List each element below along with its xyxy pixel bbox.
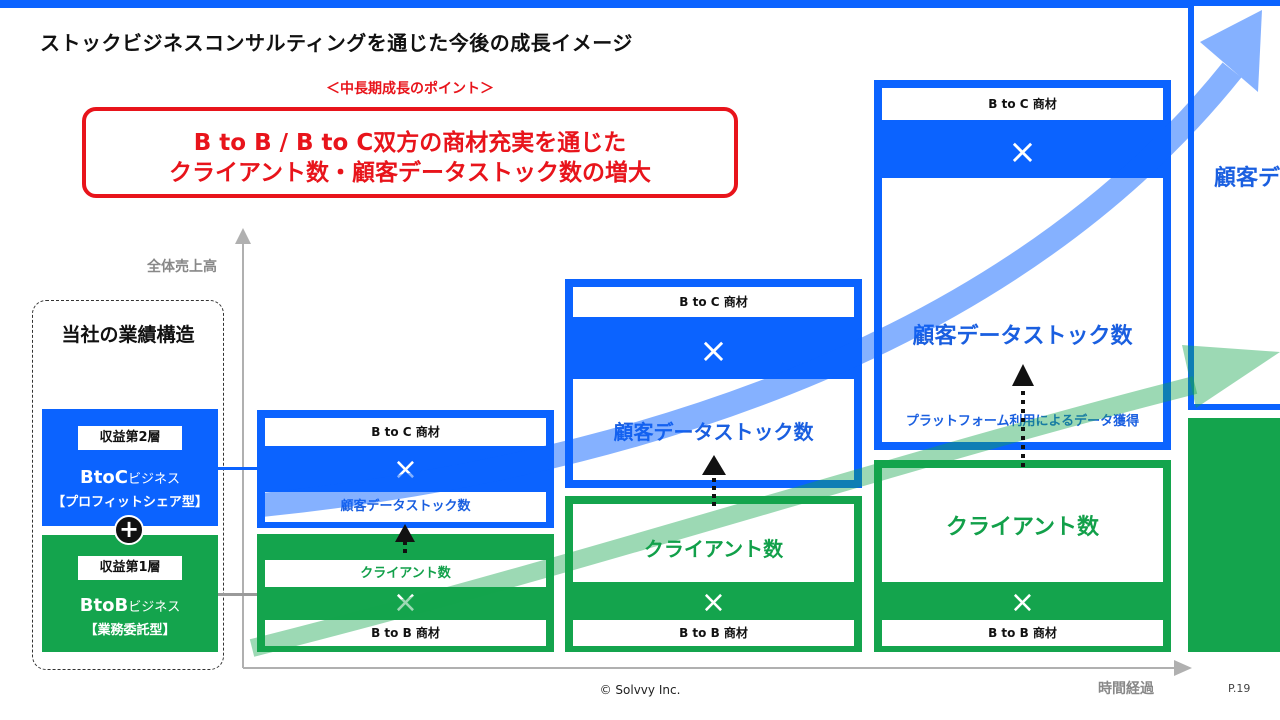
x-axis-arrowhead: [1174, 660, 1192, 676]
stage4-btob-block: [1188, 418, 1280, 652]
slide-title: ストックビジネスコンサルティングを通じた今後の成長イメージ: [40, 31, 633, 55]
stage2-btob-block: クライアント数 × B to B 商材: [565, 496, 862, 652]
stage1-btob-label: B to B 商材: [265, 620, 546, 646]
stage4-btoc-block: 顧客デ: [1188, 0, 1280, 410]
stage2-cross-icon: ×: [699, 331, 728, 371]
revenue-layer-1: 収益第1層 BtoBビジネス 【業務委託型】: [42, 535, 218, 652]
business-structure-panel: [32, 300, 224, 670]
y-axis-label: 全体売上高: [147, 259, 217, 275]
stage2-clients: クライアント数: [573, 504, 854, 582]
stage4-data-stock: 顧客デ: [1214, 166, 1280, 191]
stage2-data-stock: 顧客データストック数: [573, 379, 854, 480]
x-axis-label: 時間経過: [1098, 681, 1154, 697]
stage1-btob-block: クライアント数 × B to B 商材: [257, 534, 554, 652]
top-accent-bar: [0, 0, 1280, 8]
layer2-name-main: BtoC: [80, 467, 128, 488]
stage1-cross-icon-2: ×: [392, 585, 419, 620]
stage3-data-area: 顧客データストック数 プラットフォーム利用によるデータ獲得: [882, 178, 1163, 442]
stage3-btob-label: B to B 商材: [882, 620, 1163, 646]
stage1-data-stock: 顧客データストック数: [265, 492, 546, 522]
stage3-platform-note: プラットフォーム利用によるデータ獲得: [905, 414, 1140, 429]
layer1-name-main: BtoB: [79, 595, 129, 616]
stage3-cross-icon-2: ×: [1009, 585, 1036, 620]
layer2-type: 【プロフィットシェア型】: [52, 495, 208, 510]
layer1-name-sub: ビジネス: [128, 600, 181, 615]
layer1-tag: 収益第1層: [78, 556, 182, 580]
connector-btoc: [218, 467, 260, 470]
stage3-clients: クライアント数: [882, 468, 1163, 582]
y-axis-arrowhead: [235, 228, 251, 244]
stage2-cross-icon-2: ×: [700, 585, 727, 620]
stage3-cross-icon: ×: [1008, 132, 1037, 172]
layer2-tag: 収益第2層: [78, 426, 182, 450]
stage3-btob-block: クライアント数 × B to B 商材: [874, 460, 1171, 652]
stage1-clients: クライアント数: [265, 560, 546, 587]
stage3-data-stock: 顧客データストック数: [912, 324, 1133, 349]
stage2-btoc-block: B to C 商材 × 顧客データストック数: [565, 279, 862, 488]
stage2-btob-label: B to B 商材: [573, 620, 854, 646]
page-number: P.19: [1228, 682, 1251, 695]
connector-btob: [218, 593, 260, 596]
stage1-btoc-label: B to C 商材: [265, 418, 546, 446]
structure-title: 当社の業績構造: [61, 324, 195, 346]
plus-icon: +: [114, 515, 144, 545]
layer1-type: 【業務委託型】: [84, 623, 176, 638]
layer2-name: BtoCビジネス: [42, 467, 218, 488]
layer1-name: BtoBビジネス: [42, 595, 218, 616]
stage1-btoc-block: B to C 商材 × 顧客データストック数: [257, 410, 554, 528]
copyright: © Solvvy Inc.: [599, 683, 681, 697]
layer2-name-sub: ビジネス: [127, 472, 180, 487]
revenue-layer-2: 収益第2層 BtoCビジネス 【プロフィットシェア型】: [42, 409, 218, 526]
stage3-btoc-label: B to C 商材: [882, 88, 1163, 120]
stage3-btoc-block: B to C 商材 × 顧客データストック数 プラットフォーム利用によるデータ獲…: [874, 80, 1171, 450]
stage2-btoc-label: B to C 商材: [573, 287, 854, 317]
stage1-cross-icon: ×: [392, 452, 419, 487]
